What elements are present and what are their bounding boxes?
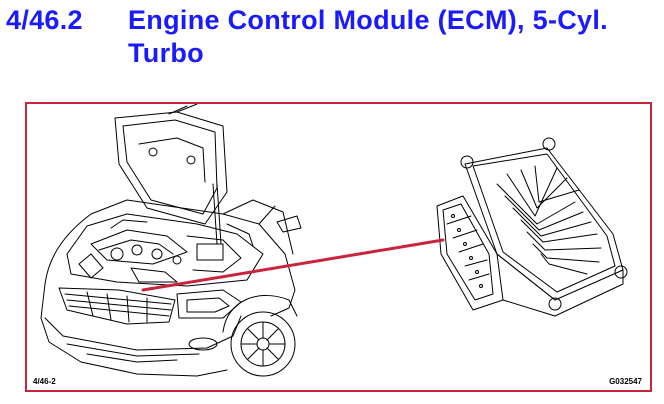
section-number: 4/46.2	[6, 5, 83, 35]
figure-label-left: 4/46-2	[33, 377, 56, 386]
illustration-frame: 4/46-2 G032547	[25, 102, 652, 392]
ecm-location-illustration	[40, 104, 628, 377]
figure-label-right: G032547	[609, 377, 642, 386]
section-title: Engine Control Module (ECM), 5-Cyl. Turb…	[128, 5, 608, 68]
car-drawing	[40, 104, 302, 377]
section-heading: 4/46.2 Engine Control Module (ECM), 5-Cy…	[6, 4, 656, 84]
callout-line	[141, 238, 445, 292]
ecm-unit-drawing	[436, 137, 628, 317]
